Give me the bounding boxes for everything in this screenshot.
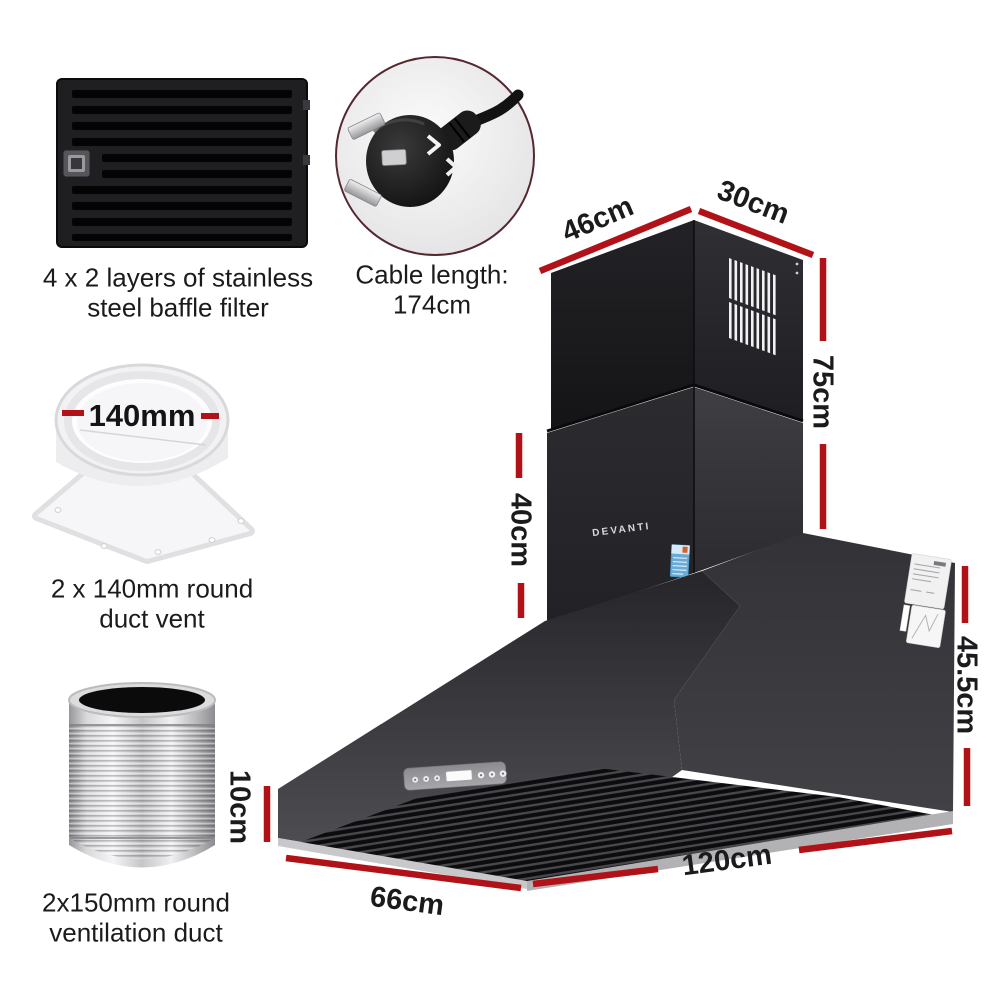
duct-vent-caption: 2 x 140mm round duct vent xyxy=(50,573,254,634)
filter-handle xyxy=(62,149,91,178)
baffle-filter-image xyxy=(56,78,310,248)
panel-buttons xyxy=(411,769,507,784)
dimension-chimney-lower-height: 40cm xyxy=(504,492,537,568)
cable-length-caption: Cable length: 174cm xyxy=(355,259,509,320)
ventilation-duct-image xyxy=(68,682,216,868)
vent-grille xyxy=(729,258,776,356)
hood-right-slope xyxy=(674,533,955,812)
energy-label xyxy=(669,544,691,578)
baffle-grille xyxy=(298,768,940,883)
plug-pin xyxy=(381,149,407,166)
plug-pin xyxy=(344,179,382,207)
dimension-chimney-height: 75cm xyxy=(806,354,839,430)
dimension-lines xyxy=(62,205,971,892)
control-panel xyxy=(403,761,507,791)
dimension-rim-height: 10cm xyxy=(223,769,256,845)
plug-pin xyxy=(347,112,386,140)
power-plug-image xyxy=(335,56,535,256)
dimension-hood-height: 45.5cm xyxy=(950,635,983,735)
ventilation-duct-caption: 2x150mm round ventilation duct xyxy=(42,887,230,948)
duct-vent-image xyxy=(32,363,255,564)
duct-diameter-label: 140mm xyxy=(88,398,196,433)
rangehood-image: DEVANTI xyxy=(278,220,955,891)
panel-display xyxy=(445,769,473,782)
product-label xyxy=(899,553,952,648)
baffle-filter-caption: 4 x 2 layers of stainless steel baffle f… xyxy=(42,262,314,323)
